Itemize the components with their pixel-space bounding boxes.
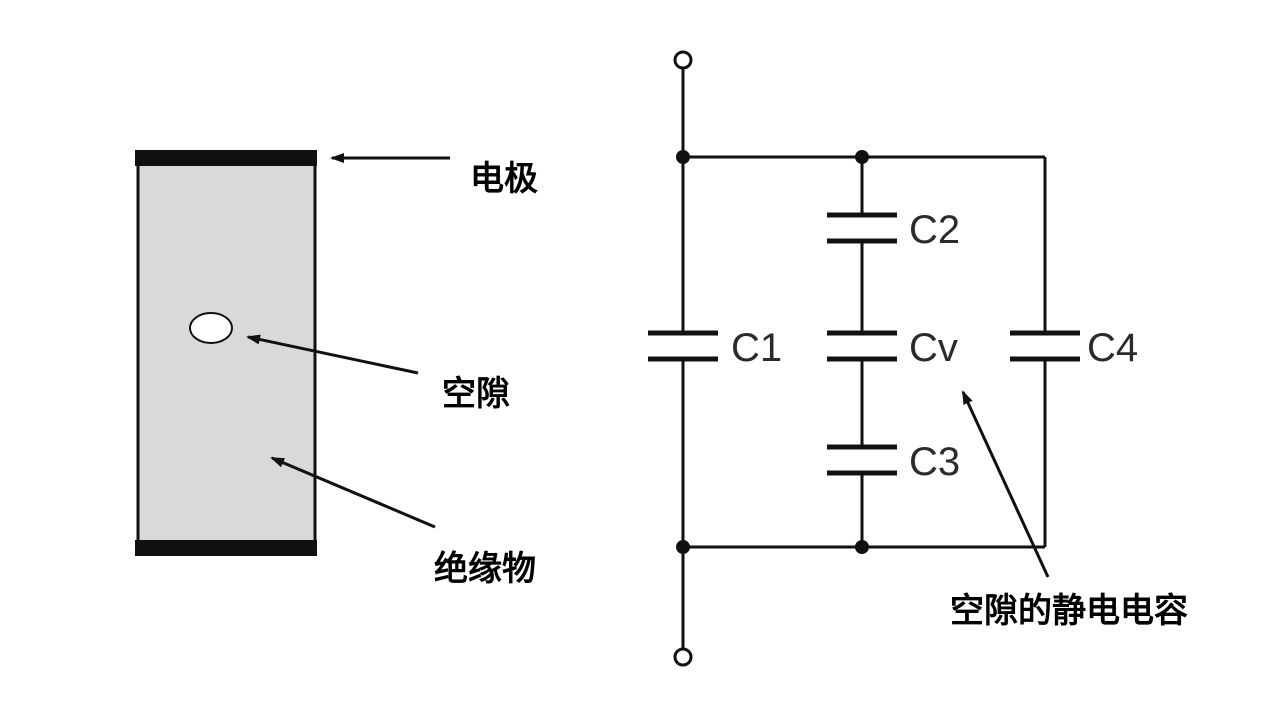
cv-label: Cv bbox=[909, 326, 958, 370]
void-label: 空隙 bbox=[442, 374, 510, 414]
c3-label: C3 bbox=[909, 440, 960, 484]
void-capacitance-arrow bbox=[961, 390, 1050, 578]
top-terminal bbox=[673, 50, 693, 70]
c2-label: C2 bbox=[909, 208, 960, 252]
void-ellipse bbox=[189, 312, 233, 344]
c1-label: C1 bbox=[731, 326, 782, 370]
top-electrode bbox=[135, 150, 317, 166]
capacitor-c2 bbox=[827, 212, 897, 244]
insulator-label: 绝缘物 bbox=[434, 549, 536, 589]
capacitor-c4 bbox=[1010, 330, 1080, 362]
junction-top-left bbox=[676, 150, 690, 164]
specimen bbox=[135, 150, 317, 556]
capacitor-cv bbox=[827, 330, 897, 362]
equivalent-circuit: C1 C2 Cv C3 C4 空隙的静电电容 bbox=[648, 50, 1188, 667]
insulator-arrow bbox=[270, 456, 436, 529]
capacitor-c3 bbox=[827, 444, 897, 476]
electrode-label: 电极 bbox=[470, 159, 538, 199]
bottom-terminal bbox=[673, 647, 693, 667]
void-capacitance-label: 空隙的静电电容 bbox=[950, 591, 1188, 631]
capacitor-c1 bbox=[648, 330, 718, 362]
insulator-body bbox=[136, 158, 317, 552]
bottom-electrode bbox=[135, 540, 317, 556]
junction-bottom-left bbox=[676, 540, 690, 554]
c4-label: C4 bbox=[1087, 326, 1138, 370]
junction-top-mid bbox=[855, 150, 869, 164]
void-arrow bbox=[246, 334, 419, 375]
junction-bottom-mid bbox=[855, 540, 869, 554]
